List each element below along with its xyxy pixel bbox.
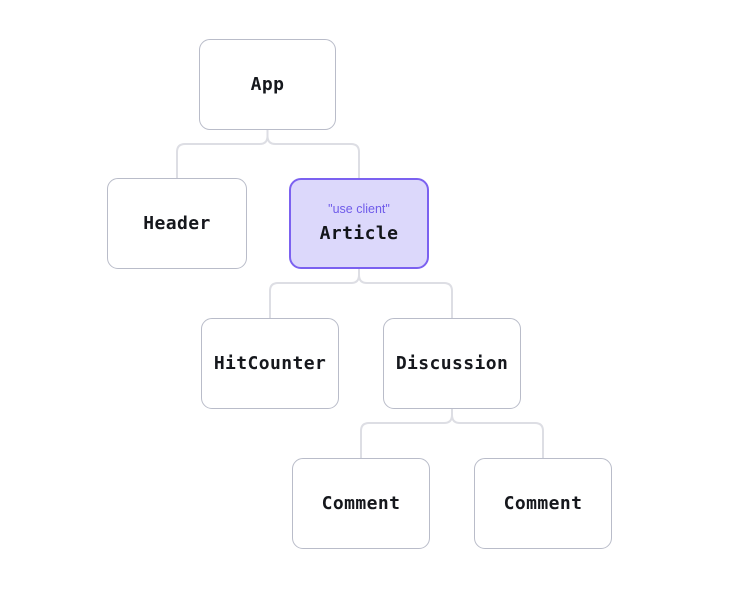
edge-discussion-comment-2: [451, 408, 544, 459]
node-title: Discussion: [395, 352, 509, 374]
node-comment-1[interactable]: Comment: [292, 458, 430, 549]
node-title: HitCounter: [213, 352, 327, 374]
node-header[interactable]: Header: [107, 178, 247, 269]
node-title: Comment: [503, 492, 583, 514]
edge-app-article: [266, 129, 360, 179]
node-comment-2[interactable]: Comment: [474, 458, 612, 549]
node-title: Comment: [321, 492, 401, 514]
edge-article-hitcounter: [269, 268, 360, 319]
node-title: Article: [319, 223, 399, 245]
node-hitcounter[interactable]: HitCounter: [201, 318, 339, 409]
node-app[interactable]: App: [199, 39, 336, 130]
edge-article-discussion: [358, 268, 453, 319]
edge-discussion-comment-1: [360, 408, 453, 459]
node-article[interactable]: "use client" Article: [289, 178, 429, 269]
node-directive-label: "use client": [328, 202, 390, 217]
node-title: App: [250, 73, 285, 95]
edge-app-header: [176, 129, 269, 179]
node-title: Header: [143, 212, 211, 234]
node-discussion[interactable]: Discussion: [383, 318, 521, 409]
